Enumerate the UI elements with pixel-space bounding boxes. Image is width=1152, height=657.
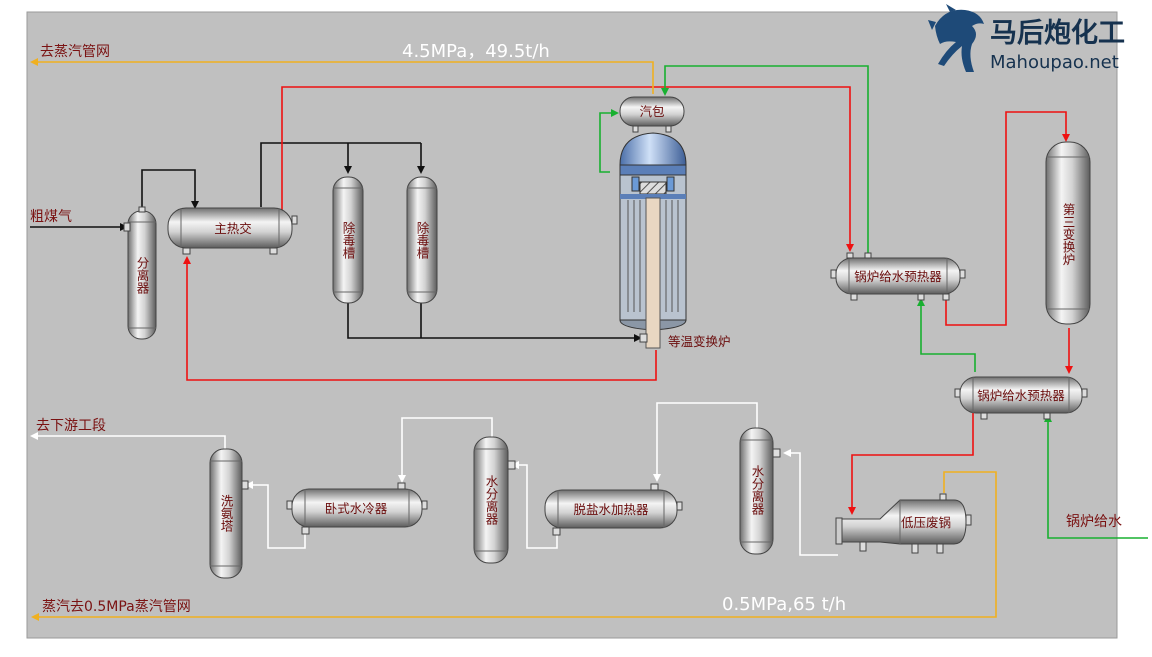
label-main-exchanger: 主热交 <box>214 221 252 236</box>
label-bfw-preheater-1: 锅炉给水预热器 <box>854 269 942 284</box>
detox-tank-1 <box>332 176 364 304</box>
pipe-hp-steam-out <box>30 58 654 94</box>
label-ammonia-washer: 洗氨塔 <box>219 494 234 532</box>
pipe-separator-to-cooler <box>398 417 493 483</box>
pipe-detox1-out <box>347 303 642 342</box>
pipe-cooler-to-washer <box>245 481 306 549</box>
label-third-converter: 第三变换炉 <box>1061 203 1076 266</box>
water-separator-1 <box>473 436 516 564</box>
pipes <box>30 58 1148 621</box>
separator-1 <box>123 206 157 340</box>
label-horizontal-cooler: 卧式水冷器 <box>325 501 388 516</box>
pipe-converter-bottom-to-main-exchanger <box>183 256 657 381</box>
isothermal-converter <box>619 132 687 349</box>
stream-label-to-steam-network: 去蒸汽管网 <box>40 44 110 60</box>
logo-site: Mahoupao.net <box>990 52 1119 73</box>
label-bfw-preheater-2: 锅炉给水预热器 <box>977 388 1065 403</box>
pipe-lp-steam-out <box>31 471 997 621</box>
detox-tank-2 <box>406 176 438 304</box>
pipe-drum-circulation <box>599 109 619 173</box>
pipe-separator-to-demin-heater <box>653 402 758 482</box>
logo-name-cn: 马后炮化工 <box>990 17 1125 49</box>
stream-label-lp-steam-network: 蒸汽去0.5MPa蒸汽管网 <box>42 599 191 615</box>
pipe-sep-to-main-exchanger <box>141 169 199 211</box>
label-detox-tank-1: 除毒槽 <box>341 220 356 259</box>
horizontal-water-cooler <box>286 482 428 535</box>
pipe-main-exchanger-to-detox <box>260 142 421 207</box>
stream-label-bfw: 锅炉给水 <box>1066 514 1122 530</box>
horse-logo-icon <box>928 4 984 72</box>
label-detox-tank-2: 除毒槽 <box>415 220 430 259</box>
pipe-preheater1-to-third-converter <box>945 111 1070 326</box>
label-demin-heater: 脱盐水加热器 <box>573 502 649 517</box>
pipe-preheater2-to-preheater1 <box>917 298 976 372</box>
stream-label-to-downstream: 去下游工段 <box>36 418 106 434</box>
pipe-preheater1-to-drum <box>661 65 869 255</box>
stream-label-raw-gas: 粗煤气 <box>30 209 72 225</box>
label-separator-1: 分离器 <box>135 256 150 294</box>
site-logo: 马后炮化工 Mahoupao.net <box>928 4 1125 73</box>
label-water-separator-2: 水分离器 <box>750 465 765 516</box>
water-separator-2 <box>739 427 781 555</box>
pipe-waste-boiler-to-separator <box>783 449 838 556</box>
bfw-preheater-2 <box>954 376 1088 420</box>
label-lp-waste-boiler: 低压废锅 <box>901 515 951 530</box>
main-heat-exchanger <box>167 207 298 255</box>
stream-label-lp-steam-spec: 0.5MPa,65 t/h <box>722 594 846 615</box>
pipe-preheater2-to-waste-boiler <box>848 412 974 515</box>
ammonia-wash-tower <box>209 448 249 579</box>
demin-water-heater <box>544 483 683 536</box>
pipe-main-exchanger-top-red <box>281 86 854 252</box>
pipe-to-downstream <box>30 432 226 450</box>
steam-drum <box>619 96 685 133</box>
label-water-separator-1: 水分离器 <box>484 475 499 526</box>
stream-label-hp-steam-spec: 4.5MPa，49.5t/h <box>402 41 550 62</box>
lp-waste-boiler <box>835 493 972 554</box>
pipe-demin-heater-to-separator <box>511 461 558 549</box>
bfw-preheater-1 <box>830 252 966 301</box>
pipe-bfw-in <box>1044 414 1148 539</box>
label-isothermal-converter: 等温变换炉 <box>668 334 731 349</box>
label-steam-drum: 汽包 <box>639 104 664 119</box>
third-converter <box>1045 141 1091 325</box>
